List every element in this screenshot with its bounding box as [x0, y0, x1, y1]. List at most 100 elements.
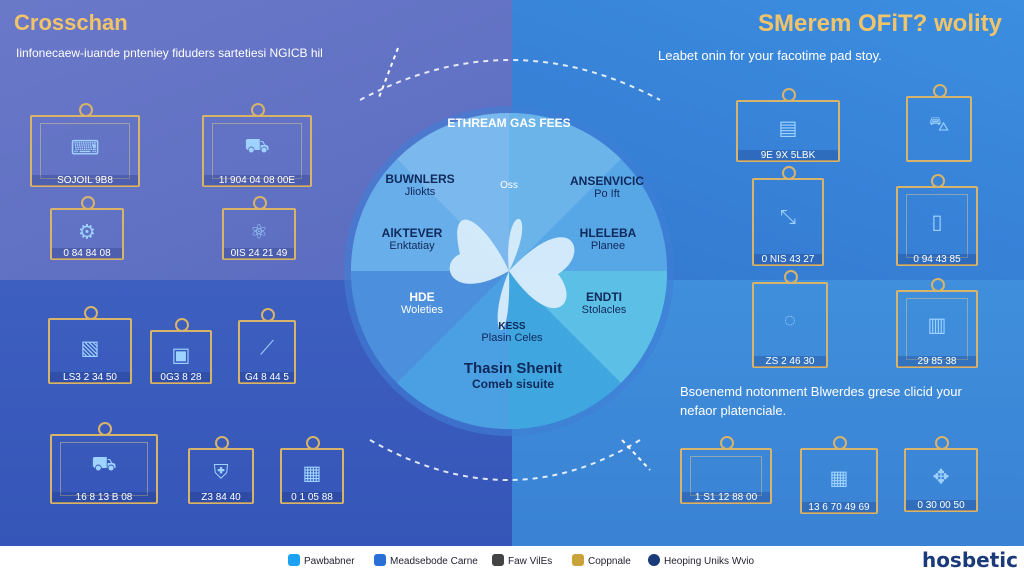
right-card-7: 1 S1 12 88 00 — [680, 436, 772, 504]
wheel-segment-8: Thasin Shenit Comeb sisuite — [463, 360, 563, 391]
wheel-top-small: Oss — [500, 180, 518, 191]
left-card-9: ⛨ Z3 84 40 — [188, 436, 254, 504]
flow-icon: ⤡ — [780, 206, 796, 229]
card-caption: G4 8 44 5 — [240, 372, 294, 383]
brand-logo[interactable]: hosbetic — [921, 548, 1018, 572]
server-icon: ▥ — [927, 314, 947, 337]
left-card-8: ⛟ 16 8 13 B 08 — [50, 422, 158, 504]
wheel-segment-3: AlKTEVER Enktatiay — [381, 226, 443, 252]
wheel-svg — [344, 106, 674, 436]
wheel-segment-2: ANSENVICIC Po Ift — [569, 174, 644, 200]
twitter-icon — [288, 554, 300, 566]
pin-icon — [833, 436, 847, 450]
copy-icon — [572, 554, 584, 566]
right-card-9: ✥ 0 30 00 50 — [904, 436, 978, 512]
footer-item-2[interactable]: Meadsebode Carne — [374, 554, 478, 567]
pin-icon — [79, 103, 93, 117]
right-title: SMerem OFiT? wolity — [757, 10, 1002, 37]
puzzle-icon: ✥ — [932, 466, 950, 489]
card-caption: 0 84 84 08 — [52, 248, 122, 259]
right-paragraph: Bsoenemd notonment Blwerdes grese clicid… — [680, 384, 962, 418]
cart-icon: ⛍ — [928, 113, 950, 136]
pin-icon — [261, 308, 275, 322]
file-icon — [492, 554, 504, 566]
wheel-center-title: ETHREAM GAS FEES — [447, 116, 571, 130]
card-caption: 13 6 70 49 69 — [802, 502, 876, 513]
pin-icon — [175, 318, 189, 332]
left-card-1: ⌨ SOJOIL 9B8 — [30, 103, 140, 187]
trend-icon: ⟋ — [260, 337, 274, 360]
pin-icon — [306, 436, 320, 450]
chart-icon: ▧ — [80, 337, 100, 360]
card-caption: 16 8 13 B 08 — [52, 492, 156, 503]
pin-icon — [98, 422, 112, 436]
wheel-segment-1: BUWNLERS Jliokts — [385, 172, 455, 198]
wheel-segment-5: HDE Woleties — [401, 290, 443, 316]
card-caption: 9E 9X 5LBK — [738, 150, 838, 161]
left-card-10: ▦ 0 1 05 88 — [280, 436, 344, 504]
pin-icon — [720, 436, 734, 450]
card-caption: LS3 2 34 50 — [50, 372, 130, 383]
pin-icon — [782, 88, 796, 102]
vehicle-icon: ⛟ — [244, 135, 270, 158]
robot-icon: ⚙ — [78, 221, 96, 244]
footer-bar: Pawbabner Meadsebode Carne Faw VilEs Cop… — [0, 546, 1024, 576]
footer-item-4[interactable]: Coppnale — [572, 554, 631, 567]
card-caption: 0G3 8 28 — [152, 372, 210, 383]
right-card-5: ◌ ZS 2 46 30 — [752, 270, 828, 368]
truck-icon: ⛟ — [91, 453, 117, 476]
globe-icon — [648, 554, 660, 566]
right-card-8: ▦ 13 6 70 49 69 — [800, 436, 878, 514]
left-card-4: ⚛ 0IS 24 21 49 — [222, 196, 296, 260]
left-card-6: ▣ 0G3 8 28 — [150, 318, 212, 384]
shield-icon: ⛨ — [213, 461, 229, 484]
pin-icon — [81, 196, 95, 210]
right-card-2: ⛍ — [906, 84, 972, 162]
footer-item-3[interactable]: Faw VilEs — [492, 554, 552, 567]
pin-icon — [784, 270, 798, 284]
factory-icon: ▦ — [302, 462, 322, 485]
wheel-segment-6: ENDTI Stolacles — [581, 290, 627, 316]
wheel-segment-4: HLELEBA Planee — [579, 226, 637, 252]
pin-icon — [931, 174, 945, 188]
pin-icon — [935, 436, 949, 450]
wallet-icon: ▣ — [171, 344, 191, 366]
left-subtitle: Iinfonecaew-iuande pnteniey fiduders sar… — [16, 46, 323, 60]
right-card-4: ▯ 0 94 43 85 — [896, 174, 978, 266]
card-caption: 0 30 00 50 — [906, 500, 976, 511]
dashed-connector-arcs — [359, 47, 661, 481]
card-caption: SOJOIL 9B8 — [32, 175, 138, 186]
card-caption: Z3 84 40 — [190, 492, 252, 503]
ether-star-icon — [449, 218, 575, 331]
pin-icon — [933, 84, 947, 98]
network-icon: ⚛ — [250, 221, 268, 244]
right-subtitle: Leabet onin for your facotime pad stoy. — [658, 48, 882, 63]
card-caption: 0 1 05 88 — [282, 492, 342, 503]
left-card-3: ⚙ 0 84 84 08 — [50, 196, 124, 260]
phone-icon: ▯ — [931, 211, 943, 234]
pin-icon — [782, 166, 796, 180]
wheel-slice — [509, 271, 621, 430]
card-caption: 1 S1 12 88 00 — [682, 492, 770, 503]
wheel-slice — [397, 271, 509, 430]
grid-icon: ▦ — [829, 467, 849, 490]
pin-icon — [215, 436, 229, 450]
wheel-slice — [509, 112, 621, 272]
wheel-segment-7: KESS Plasin Celes — [481, 321, 543, 344]
app-icon — [374, 554, 386, 566]
gas-fees-wheel: ETHREAM GAS FEES Oss BUWNLERS Jliokts AN… — [342, 104, 676, 438]
card-caption: 0 NIS 43 27 — [754, 254, 822, 265]
pin-icon — [931, 278, 945, 292]
loop-icon: ◌ — [784, 309, 796, 332]
card-caption: ZS 2 46 30 — [754, 356, 826, 367]
footer-item-1[interactable]: Pawbabner — [288, 554, 355, 567]
left-card-7: ⟋ G4 8 44 5 — [238, 308, 296, 384]
footer-item-5[interactable]: Heoping Uniks Wvio — [648, 554, 754, 567]
card-caption: 0IS 24 21 49 — [224, 248, 294, 259]
left-title: Crosschan — [14, 10, 128, 35]
left-card-2: ⛟ 1I 904 04 08 00E — [202, 103, 312, 187]
wheel-slice — [350, 271, 509, 383]
laptop-icon: ⌨ — [70, 137, 100, 160]
left-card-5: ▧ LS3 2 34 50 — [48, 306, 132, 384]
